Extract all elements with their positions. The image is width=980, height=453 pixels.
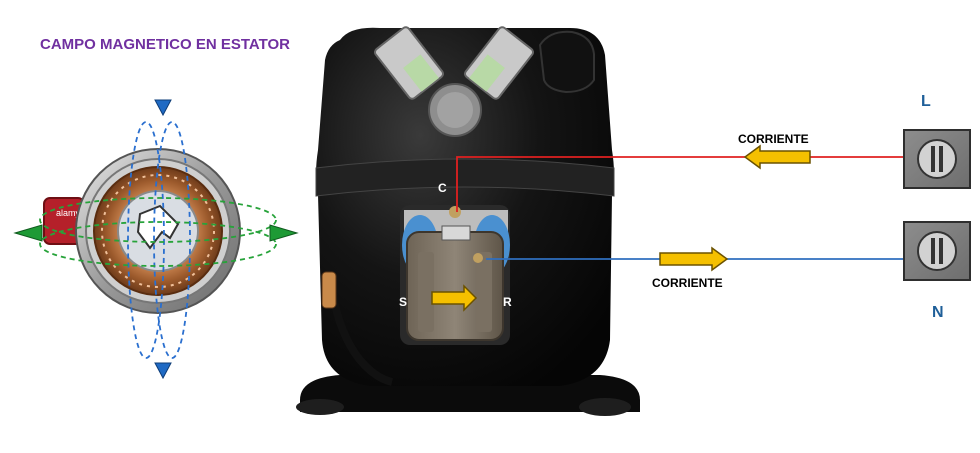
diagram-title: CAMPO MAGNETICO EN ESTATOR	[40, 36, 291, 53]
magnetic-field-lines	[39, 121, 277, 359]
field-arrow-bottom	[154, 362, 172, 380]
neutral-label: N	[932, 304, 944, 321]
relay-current-arrow	[431, 284, 478, 312]
terminal-c-label: C	[438, 181, 447, 195]
piston-assembly	[373, 26, 535, 137]
field-arrow-right	[269, 224, 299, 242]
terminal-s-label: S	[399, 295, 407, 309]
line-terminal-box	[903, 129, 971, 189]
stator-logo	[136, 204, 180, 250]
current-label-bottom: CORRIENTE	[652, 276, 723, 290]
line-label: L	[921, 93, 931, 110]
current-arrow-line	[743, 144, 811, 170]
stator-illustration: alamy	[13, 99, 299, 380]
neutral-terminal-box	[903, 221, 971, 281]
current-arrow-neutral	[659, 246, 729, 272]
watermark-text: alamy	[56, 208, 81, 218]
field-arrow-top	[154, 99, 172, 117]
terminal-r-label: R	[503, 295, 512, 309]
service-port	[538, 30, 595, 94]
field-arrow-left	[13, 224, 43, 242]
current-label-top: CORRIENTE	[738, 132, 809, 146]
compressor-body	[296, 26, 640, 416]
